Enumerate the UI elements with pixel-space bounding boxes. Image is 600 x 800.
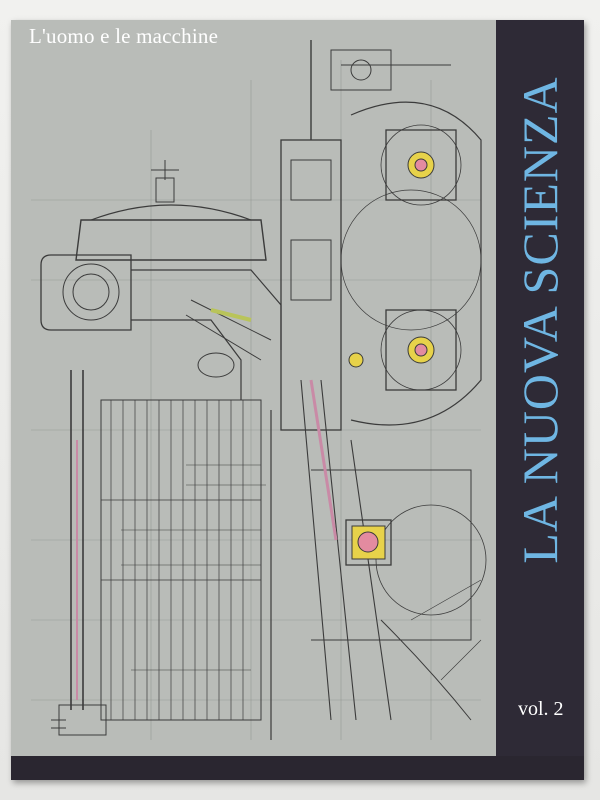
volume-label: vol. 2 bbox=[518, 698, 564, 720]
cover-title-band bbox=[496, 20, 584, 780]
engine-blueprint-drawing bbox=[31, 40, 487, 740]
book-bottom-edge bbox=[11, 756, 584, 780]
cover-subtitle: L'uomo e le macchine bbox=[29, 24, 219, 48]
series-title: LA NUOVA SCIENZA bbox=[512, 76, 568, 564]
book-cover-illustration bbox=[11, 20, 496, 756]
